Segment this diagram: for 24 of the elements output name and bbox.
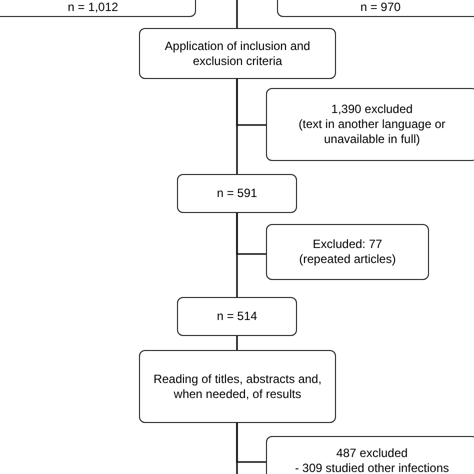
- box-text: Application of inclusion and exclusion criteria: [164, 38, 312, 68]
- connector-line: [236, 0, 238, 28]
- box-text: (text in another language or unavailable in full): [298, 117, 446, 147]
- process-box: [177, 174, 297, 213]
- box-text: - 309 studied other infections: [294, 461, 450, 474]
- box-text: (repeated articles): [299, 252, 396, 267]
- process-box: [139, 28, 336, 79]
- box-text: n = 514: [216, 309, 258, 324]
- connector-line: [236, 423, 238, 474]
- box-text: Reading of titles, abstracts and, when needed, of results: [152, 372, 323, 402]
- process-box: [177, 297, 297, 336]
- box-text: Excluded: 77: [312, 237, 382, 252]
- box-text: n = 1,012: [68, 0, 118, 15]
- connector-line: [236, 336, 238, 350]
- connector-line: [236, 79, 266, 126]
- box-text: n = 970: [360, 0, 401, 15]
- box-text: 1,390 excluded: [331, 102, 413, 117]
- process-box: [139, 350, 336, 423]
- process-box: [266, 224, 429, 280]
- connector-line: [236, 213, 266, 255]
- box-text: 487 excluded: [336, 446, 408, 461]
- box-text: n = 591: [216, 186, 258, 201]
- process-box: [266, 436, 474, 474]
- process-box: [266, 88, 474, 161]
